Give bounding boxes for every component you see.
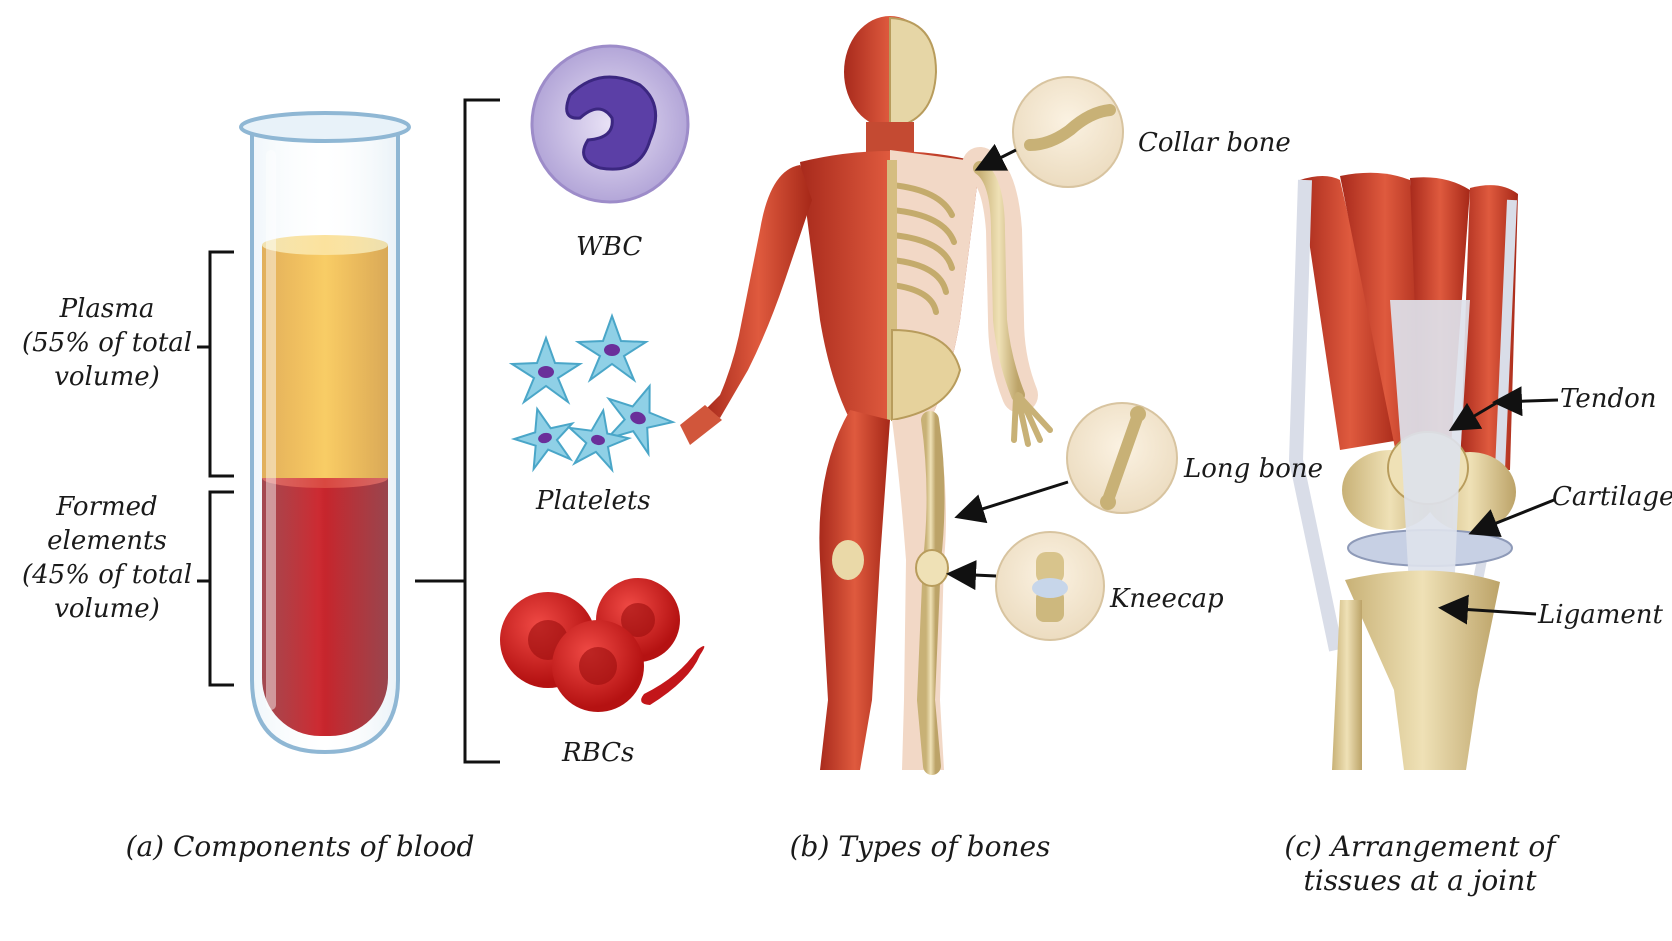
formed-elements-label: Formed elements (45% of total volume) bbox=[22, 490, 192, 626]
long-bone-label: Long bone bbox=[1184, 454, 1324, 484]
caption-c-line2: tissues at a joint bbox=[1303, 864, 1537, 897]
plasma-label-line1: Plasma bbox=[59, 294, 155, 324]
tendon-arrow bbox=[1492, 386, 1559, 417]
tendon-label: Tendon bbox=[1560, 384, 1657, 414]
rbcs-label: RBCs bbox=[562, 738, 635, 768]
tube-rim bbox=[239, 111, 411, 143]
caption-a: (a) Components of blood bbox=[125, 830, 475, 863]
kneecap-medallion bbox=[995, 531, 1105, 641]
knee-joint bbox=[1288, 172, 1518, 770]
plasma-label: Plasma (55% of total volume) bbox=[22, 292, 192, 394]
tendon-arrow-2 bbox=[1448, 400, 1499, 432]
test-tube bbox=[239, 111, 411, 755]
ligament-label: Ligament bbox=[1538, 600, 1663, 630]
human-body bbox=[680, 16, 1053, 775]
tube-highlight bbox=[266, 150, 276, 710]
platelets-illustration bbox=[508, 313, 677, 474]
ligament-arrow bbox=[1438, 594, 1537, 625]
kneecap-arrow bbox=[946, 560, 997, 591]
formed-label-line2: elements bbox=[47, 526, 167, 556]
collar-bone-label: Collar bone bbox=[1138, 128, 1291, 158]
plasma-label-line3: volume) bbox=[54, 362, 160, 392]
formed-label-line3: (45% of total bbox=[22, 560, 193, 590]
wbc-nucleus bbox=[565, 75, 658, 171]
long-bone-arrow bbox=[954, 480, 1069, 524]
kneecap-label: Kneecap bbox=[1110, 584, 1224, 614]
cells-bracket bbox=[415, 98, 500, 764]
rbcs-illustration bbox=[500, 578, 705, 712]
wbc-illustration bbox=[530, 44, 690, 204]
long-bone-medallion bbox=[1066, 402, 1178, 514]
caption-b: (b) Types of bones bbox=[789, 830, 1051, 863]
formed-label-line1: Formed bbox=[56, 492, 158, 522]
caption-c: (c) Arrangement of tissues at a joint bbox=[1250, 830, 1590, 898]
collar-bone-medallion bbox=[1012, 76, 1124, 188]
plasma-brace bbox=[197, 250, 234, 478]
cartilage-arrow bbox=[1468, 498, 1555, 538]
caption-c-line1: (c) Arrangement of bbox=[1284, 830, 1556, 863]
formed-elements-brace bbox=[197, 490, 234, 687]
tube-glass bbox=[250, 128, 400, 755]
platelets-label: Platelets bbox=[536, 486, 651, 516]
formed-label-line4: volume) bbox=[54, 594, 160, 624]
plasma-label-line2: (55% of total bbox=[22, 328, 193, 358]
collar-bone-arrow bbox=[974, 143, 1017, 171]
wbc-label: WBC bbox=[576, 232, 643, 262]
cartilage-label: Cartilage bbox=[1552, 482, 1672, 512]
kneecap-on-body bbox=[915, 549, 949, 587]
